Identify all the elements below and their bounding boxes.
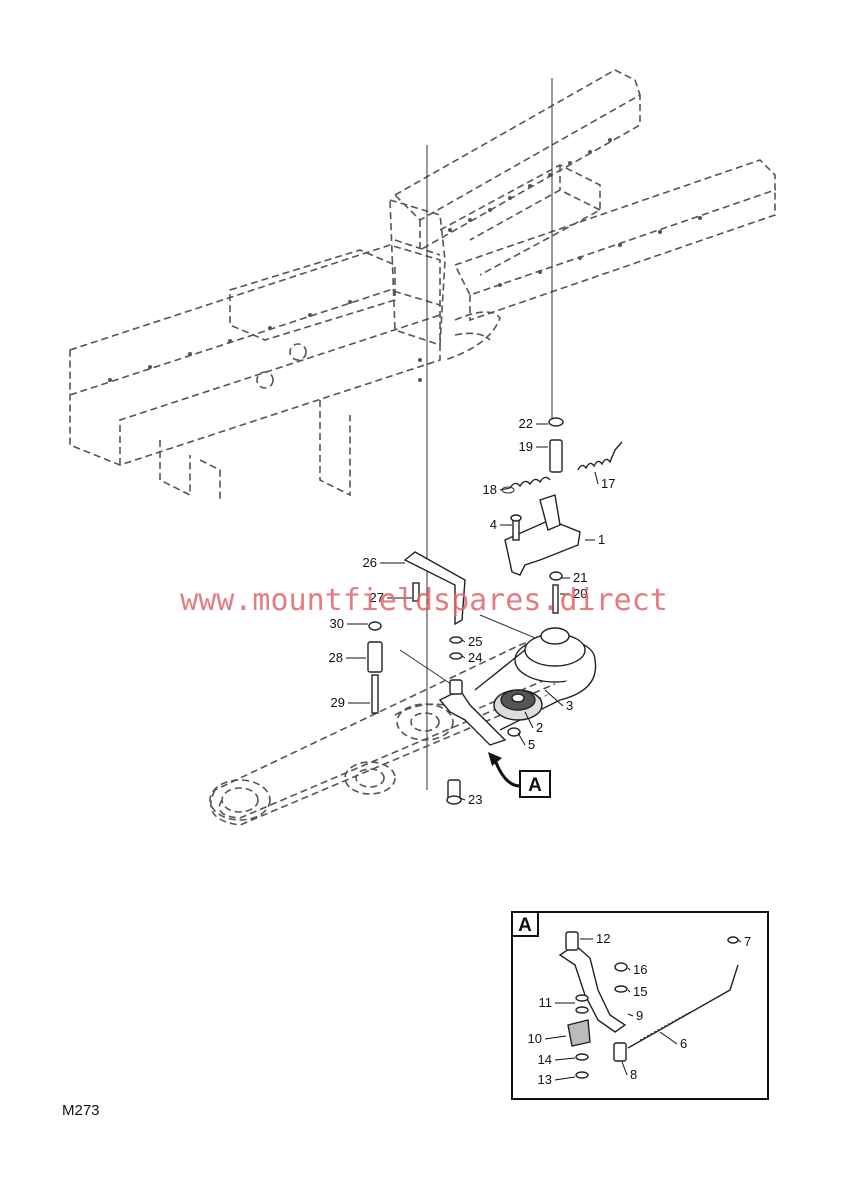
leader-line [524,711,534,729]
part-label-19: 19 [519,439,533,454]
part-label-18: 18 [483,482,497,497]
part-label-4: 4 [490,517,497,532]
belt-and-pulleys [209,627,597,826]
part-label-9: 9 [636,1008,643,1023]
part-label-3: 3 [566,698,573,713]
part-label-13: 13 [538,1072,552,1087]
part-label-27: 27 [370,590,384,605]
part-label-12: 12 [596,931,610,946]
leader-line [737,939,742,943]
detail-callout-letter: A [528,775,542,796]
part-label-22: 22 [519,416,533,431]
part-label-6: 6 [680,1036,687,1051]
part-label-23: 23 [468,792,482,807]
part-label-14: 14 [538,1052,552,1067]
leader-line [594,471,599,485]
detail-a-callout: A [488,752,551,798]
leader-line [544,1035,567,1040]
leader-line [499,487,511,491]
part-label-29: 29 [331,695,345,710]
watermark-text: www.mountfieldspares.direct [180,583,668,618]
leader-line [621,1061,628,1076]
part-label-20: 20 [573,586,587,601]
leader-line [517,732,526,746]
idler-bracket [501,417,623,737]
leader-line [554,1057,576,1061]
detail-box-letter: A [518,915,532,936]
part-label-11: 11 [539,995,553,1010]
part-label-2: 2 [536,720,543,735]
part-label-16: 16 [633,962,647,977]
part-label-17: 17 [601,476,615,491]
leader-line [659,1031,678,1045]
leader-line [459,797,466,801]
leader-line [627,1013,634,1017]
part-label-1: 1 [598,532,605,547]
leader-line [544,689,564,707]
detail-a-box: A [511,911,769,1100]
bracket-and-spacers [367,551,507,805]
part-label-10: 10 [528,1031,542,1046]
part-label-7: 7 [744,934,751,949]
part-label-15: 15 [633,984,647,999]
leader-line [461,655,466,659]
part-label-26: 26 [363,555,377,570]
part-label-5: 5 [528,737,535,752]
leader-line [627,967,631,971]
part-label-24: 24 [468,650,482,665]
part-label-8: 8 [630,1067,637,1082]
leader-line [554,1076,576,1081]
part-label-30: 30 [330,616,344,631]
leader-line [461,639,466,643]
part-label-28: 28 [329,650,343,665]
detail-part-labels: 6 7 8 9 10 11 12 13 14 15 16 [528,931,752,1087]
part-label-21: 21 [573,570,587,585]
part-label-25: 25 [468,634,482,649]
diagram-code: M273 [62,1102,100,1119]
chassis-frame [69,69,776,500]
leader-line [627,989,631,993]
